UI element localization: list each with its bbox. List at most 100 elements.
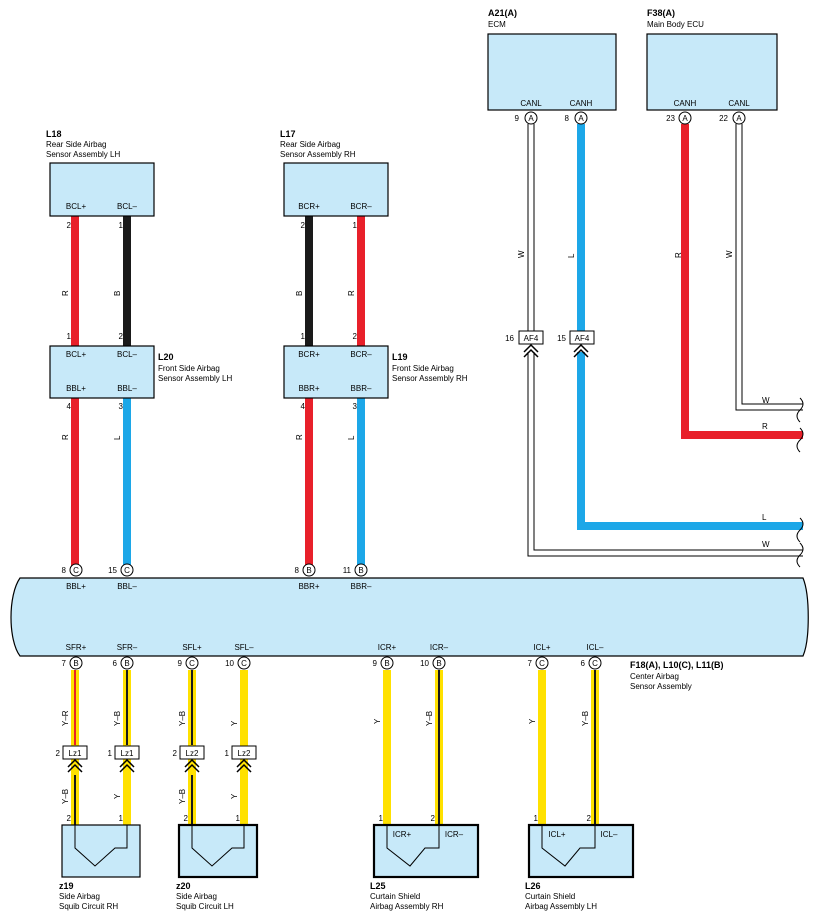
svg-text:ICL–: ICL– bbox=[587, 643, 604, 652]
svg-text:1: 1 bbox=[236, 814, 241, 823]
svg-text:Squib Circuit RH: Squib Circuit RH bbox=[59, 902, 118, 911]
svg-text:2: 2 bbox=[67, 221, 72, 230]
svg-text:Airbag Assembly LH: Airbag Assembly LH bbox=[525, 902, 597, 911]
svg-text:2: 2 bbox=[173, 749, 178, 758]
z19-component: 2 1 z19 Side Airbag Squib Circuit RH bbox=[59, 814, 141, 911]
svg-text:15: 15 bbox=[108, 566, 117, 575]
svg-text:BCR+: BCR+ bbox=[298, 202, 320, 211]
svg-text:Y: Y bbox=[113, 793, 122, 799]
svg-text:1: 1 bbox=[534, 814, 539, 823]
svg-text:L: L bbox=[567, 253, 576, 258]
svg-text:Sensor Assembly LH: Sensor Assembly LH bbox=[46, 150, 120, 159]
l25-component: 1 2 ICR+ ICR– L25 Curtain Shield Airbag … bbox=[370, 814, 480, 911]
wire-l19-bbr-minus bbox=[357, 398, 365, 566]
l19-ref: L19 bbox=[392, 352, 408, 362]
svg-text:Y–B: Y–B bbox=[61, 789, 70, 804]
ecm-ref: A21(A) bbox=[488, 8, 517, 18]
ecm-pin-canh: CANH bbox=[570, 99, 593, 108]
svg-text:R: R bbox=[762, 422, 768, 431]
svg-text:BBR–: BBR– bbox=[351, 582, 372, 591]
svg-text:Lz1: Lz1 bbox=[121, 749, 134, 758]
svg-text:R: R bbox=[674, 252, 683, 258]
svg-text:8: 8 bbox=[565, 114, 570, 123]
svg-text:BBL–: BBL– bbox=[117, 384, 137, 393]
l17-ref: L17 bbox=[280, 129, 296, 139]
svg-text:BBR–: BBR– bbox=[351, 384, 372, 393]
svg-text:R: R bbox=[61, 434, 70, 440]
wire-icr-plus bbox=[383, 670, 391, 825]
svg-text:Y–B: Y–B bbox=[581, 711, 590, 726]
z20-component: 2 1 z20 Side Airbag Squib Circuit LH bbox=[176, 814, 259, 911]
ecm-name: ECM bbox=[488, 20, 506, 29]
svg-text:Airbag Assembly RH: Airbag Assembly RH bbox=[370, 902, 444, 911]
svg-text:9: 9 bbox=[515, 114, 520, 123]
wire-break-marks bbox=[796, 397, 804, 568]
wire-l19-bbr-plus bbox=[305, 398, 313, 566]
svg-text:R: R bbox=[295, 434, 304, 440]
svg-text:22: 22 bbox=[719, 114, 728, 123]
svg-text:10: 10 bbox=[420, 659, 429, 668]
body-ecu-pin-canh: CANH bbox=[674, 99, 697, 108]
svg-text:1: 1 bbox=[67, 332, 72, 341]
svg-text:Y: Y bbox=[373, 718, 382, 724]
svg-text:Y: Y bbox=[230, 720, 239, 726]
svg-text:W: W bbox=[762, 540, 770, 549]
svg-text:6: 6 bbox=[581, 659, 586, 668]
main-body-ecu-component: F38(A) Main Body ECU CANH CANL bbox=[646, 8, 778, 111]
svg-text:Y–B: Y–B bbox=[178, 711, 187, 726]
svg-text:1: 1 bbox=[353, 221, 358, 230]
svg-text:1: 1 bbox=[301, 332, 306, 341]
wire-ecm-canh bbox=[577, 124, 803, 530]
svg-text:2: 2 bbox=[587, 814, 592, 823]
svg-text:A: A bbox=[736, 114, 742, 123]
svg-text:Rear Side Airbag: Rear Side Airbag bbox=[280, 140, 340, 149]
svg-text:SFL+: SFL+ bbox=[182, 643, 202, 652]
svg-text:BBL+: BBL+ bbox=[66, 384, 86, 393]
wire-icl-plus bbox=[538, 670, 546, 825]
svg-text:B: B bbox=[436, 659, 441, 668]
l20-component: 1 2 BCL+ BCL– BBL+ BBL– 4 3 L20 Front Si… bbox=[49, 332, 232, 411]
center-ref: F18(A), L10(C), L11(B) bbox=[630, 660, 724, 670]
svg-text:Lz2: Lz2 bbox=[238, 749, 251, 758]
body-ecu-name: Main Body ECU bbox=[647, 20, 704, 29]
svg-text:Y–B: Y–B bbox=[425, 711, 434, 726]
svg-text:Curtain Shield: Curtain Shield bbox=[370, 892, 420, 901]
svg-text:Sensor Assembly: Sensor Assembly bbox=[630, 682, 692, 691]
wire-color-labels: R B B R R L R L W L R W W R L W Y–R Y–B … bbox=[61, 250, 770, 804]
svg-text:1: 1 bbox=[108, 749, 113, 758]
svg-text:C: C bbox=[124, 566, 130, 575]
wire-body-canh bbox=[681, 124, 803, 439]
svg-text:Side Airbag: Side Airbag bbox=[59, 892, 100, 901]
svg-text:Center Airbag: Center Airbag bbox=[630, 672, 679, 681]
svg-text:15: 15 bbox=[557, 334, 566, 343]
svg-text:z19: z19 bbox=[59, 881, 74, 891]
svg-text:2: 2 bbox=[184, 814, 189, 823]
svg-text:L: L bbox=[762, 513, 767, 522]
svg-text:ICR–: ICR– bbox=[430, 643, 449, 652]
svg-text:z20: z20 bbox=[176, 881, 191, 891]
svg-text:1: 1 bbox=[225, 749, 230, 758]
svg-text:2: 2 bbox=[431, 814, 436, 823]
svg-text:23: 23 bbox=[666, 114, 675, 123]
svg-text:BBL–: BBL– bbox=[117, 582, 137, 591]
svg-text:L: L bbox=[347, 435, 356, 440]
svg-text:Front Side Airbag: Front Side Airbag bbox=[392, 364, 454, 373]
svg-text:BBR+: BBR+ bbox=[298, 384, 319, 393]
svg-text:1: 1 bbox=[119, 221, 124, 230]
wire-body-canl bbox=[735, 124, 803, 411]
svg-text:R: R bbox=[61, 290, 70, 296]
wire-l18-bcl-plus bbox=[71, 216, 79, 346]
svg-text:6: 6 bbox=[113, 659, 118, 668]
wire-l17-bcr-plus bbox=[305, 216, 313, 346]
svg-text:Lz2: Lz2 bbox=[186, 749, 199, 758]
svg-text:BCR–: BCR– bbox=[350, 202, 372, 211]
af4-connector: 16 AF4 15 AF4 bbox=[505, 330, 595, 358]
svg-text:A: A bbox=[578, 114, 584, 123]
svg-text:2: 2 bbox=[67, 814, 72, 823]
svg-text:BCL+: BCL+ bbox=[66, 350, 87, 359]
svg-text:B: B bbox=[73, 659, 78, 668]
svg-text:B: B bbox=[358, 566, 363, 575]
svg-text:AF4: AF4 bbox=[575, 334, 590, 343]
svg-text:ICL+: ICL+ bbox=[548, 830, 565, 839]
